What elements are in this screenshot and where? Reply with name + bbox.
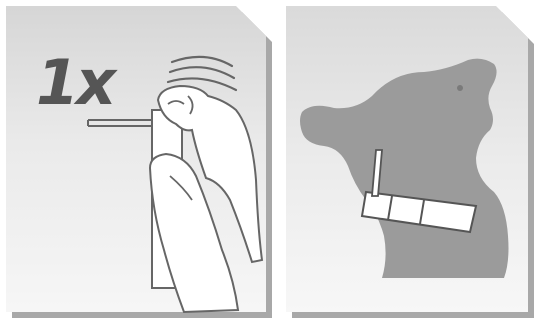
panel-dog-collar: [286, 6, 534, 318]
dog-eye-icon: [457, 85, 463, 91]
step-count-label: 1x: [36, 46, 118, 119]
panel-apply-once: 1x: [6, 6, 272, 318]
